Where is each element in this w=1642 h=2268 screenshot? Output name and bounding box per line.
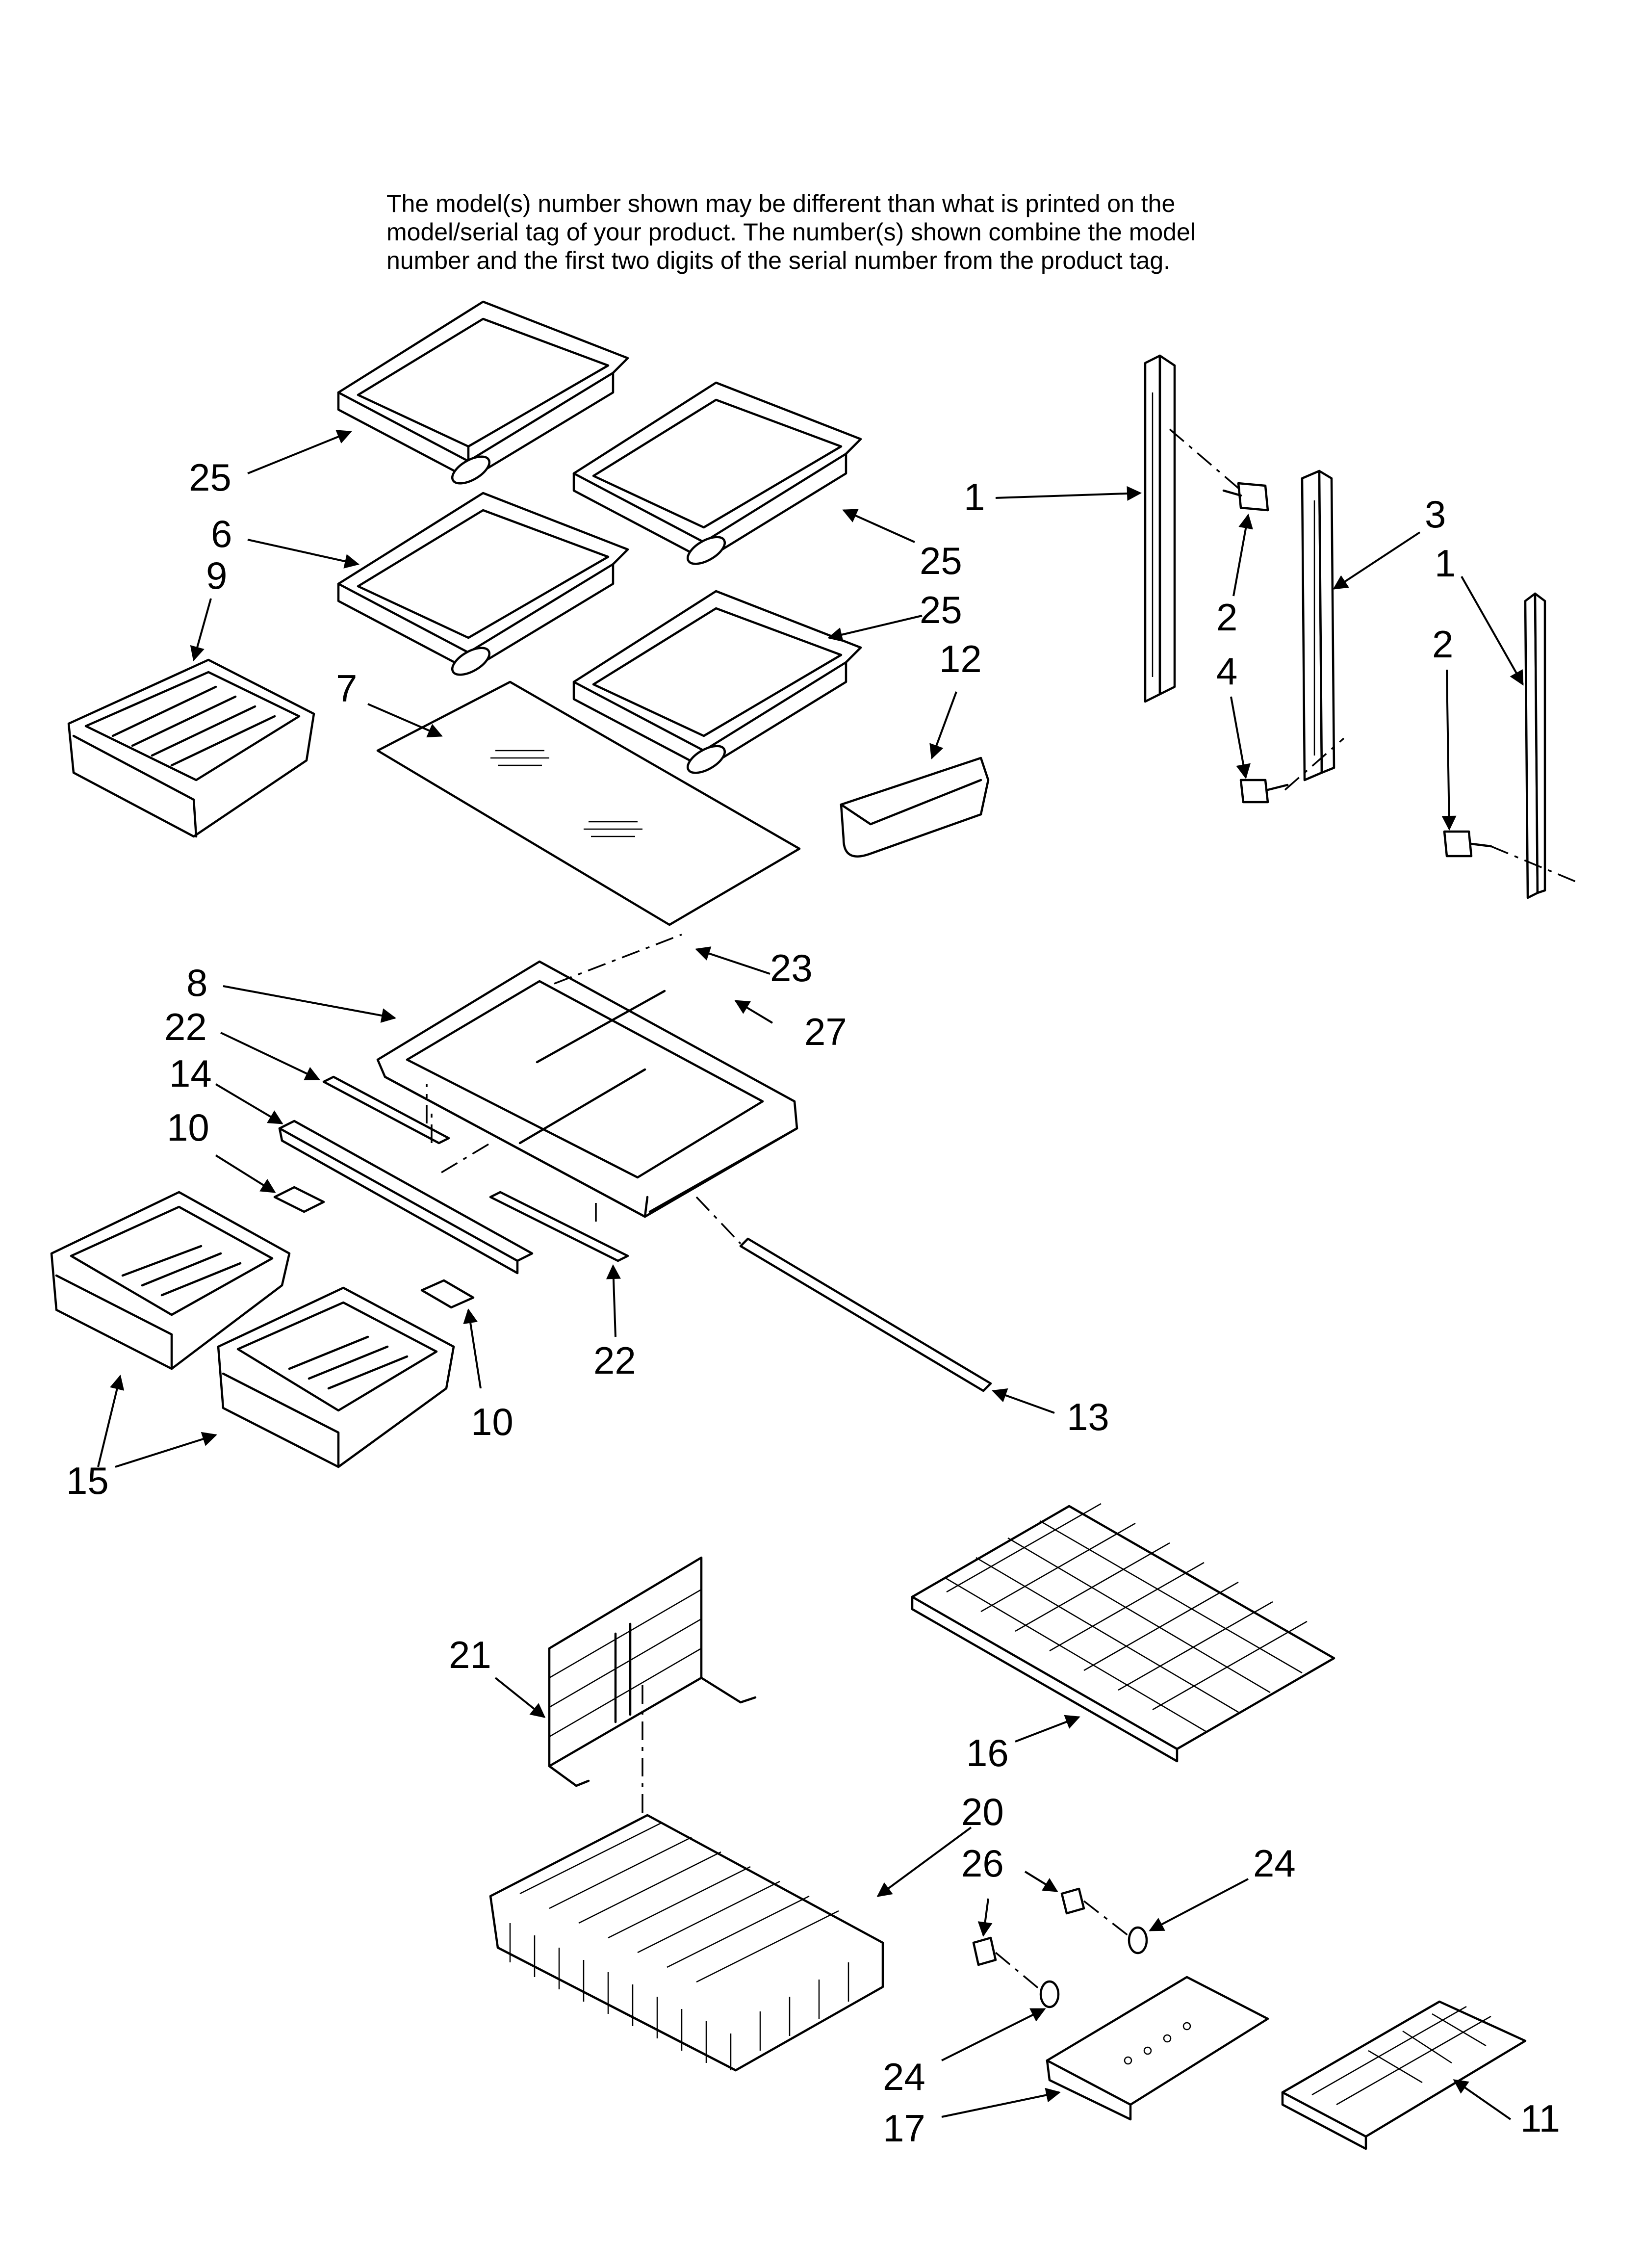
callout-25-upper-left: 25 xyxy=(189,456,231,499)
wire-basket xyxy=(489,1814,884,2072)
screw-right xyxy=(1443,830,1492,858)
ice-cube-tray xyxy=(1281,2000,1527,2150)
callout-26: 26 xyxy=(961,1842,1004,1885)
callout-7: 7 xyxy=(336,667,357,710)
callout-12: 12 xyxy=(939,637,982,680)
screw-lower xyxy=(1239,779,1289,804)
note-line-1: The model(s) number shown may be differe… xyxy=(386,190,1175,217)
callout-4: 4 xyxy=(1216,650,1237,693)
shelf-trim-cover xyxy=(840,756,990,858)
shelf-middle-left xyxy=(337,492,629,676)
callout-1-left: 1 xyxy=(964,475,985,519)
callout-25-middle-right: 25 xyxy=(920,588,962,631)
bracket-screw-upper xyxy=(1060,1887,1085,1915)
callout-24-lower: 24 xyxy=(883,2055,925,2098)
callout-16: 16 xyxy=(966,1731,1009,1774)
callout-22-lower: 22 xyxy=(593,1339,636,1382)
shelf-upper-right xyxy=(572,381,862,565)
callout-8: 8 xyxy=(186,961,207,1004)
meat-drawer xyxy=(67,658,315,838)
shelf-rail-center xyxy=(1301,469,1335,782)
callout-9: 9 xyxy=(206,554,227,597)
crisper-drawer-right xyxy=(217,1286,455,1468)
slide-bar-lower xyxy=(489,1191,629,1262)
bracket-washer-lower xyxy=(1039,1980,1060,2008)
glass-shelf xyxy=(376,680,801,926)
callout-14: 14 xyxy=(169,1052,212,1095)
callout-labels: 25 6 9 7 25 25 12 1 2 4 3 1 2 8 22 14 10… xyxy=(66,456,1560,2150)
screw-upper xyxy=(1222,482,1269,512)
note-line-3: number and the first two digits of the s… xyxy=(386,247,1170,274)
callout-21: 21 xyxy=(449,1633,491,1676)
note-line-2: model/serial tag of your product. The nu… xyxy=(386,218,1196,246)
callout-6: 6 xyxy=(211,512,232,555)
slide-bar-upper xyxy=(322,1075,450,1145)
shelf-rail-left xyxy=(1144,354,1176,703)
callout-17: 17 xyxy=(883,2107,925,2150)
callout-10-lower: 10 xyxy=(471,1400,513,1443)
callout-13: 13 xyxy=(1067,1395,1109,1438)
callout-22-upper: 22 xyxy=(164,1005,207,1048)
drawer-tube xyxy=(739,1237,992,1392)
callout-11: 11 xyxy=(1520,2097,1560,2140)
bracket-screw-lower xyxy=(972,1936,997,1966)
callout-23: 23 xyxy=(770,946,813,990)
shelf-rail-right xyxy=(1524,592,1546,899)
basket-divider xyxy=(548,1556,757,1787)
callout-20: 20 xyxy=(961,1790,1004,1833)
shelf-middle-right xyxy=(572,590,862,774)
ice-bin-bracket xyxy=(1046,1976,1269,2121)
crisper-cover-frame xyxy=(376,960,798,1218)
callout-2-right: 2 xyxy=(1432,623,1453,666)
crisper-drawer-left xyxy=(50,1191,291,1370)
divider-bar xyxy=(278,1120,534,1275)
callout-27: 27 xyxy=(804,1010,847,1053)
callout-3: 3 xyxy=(1425,493,1446,536)
drawer-clip-upper xyxy=(273,1186,325,1213)
callout-15: 15 xyxy=(66,1459,109,1502)
callout-1-right: 1 xyxy=(1435,542,1456,585)
bracket-washer-upper xyxy=(1128,1926,1148,1955)
model-note: The model(s) number shown may be differe… xyxy=(386,190,1196,274)
callout-24-upper: 24 xyxy=(1253,1842,1296,1885)
shelf-upper-left xyxy=(337,300,629,485)
callout-10-upper: 10 xyxy=(167,1106,209,1149)
callout-2-upper: 2 xyxy=(1216,596,1237,639)
callout-25-upper-right: 25 xyxy=(920,539,962,582)
wire-shelf xyxy=(911,1503,1335,1763)
drawer-clip-lower xyxy=(420,1279,475,1309)
leader-lines xyxy=(97,430,1524,2120)
